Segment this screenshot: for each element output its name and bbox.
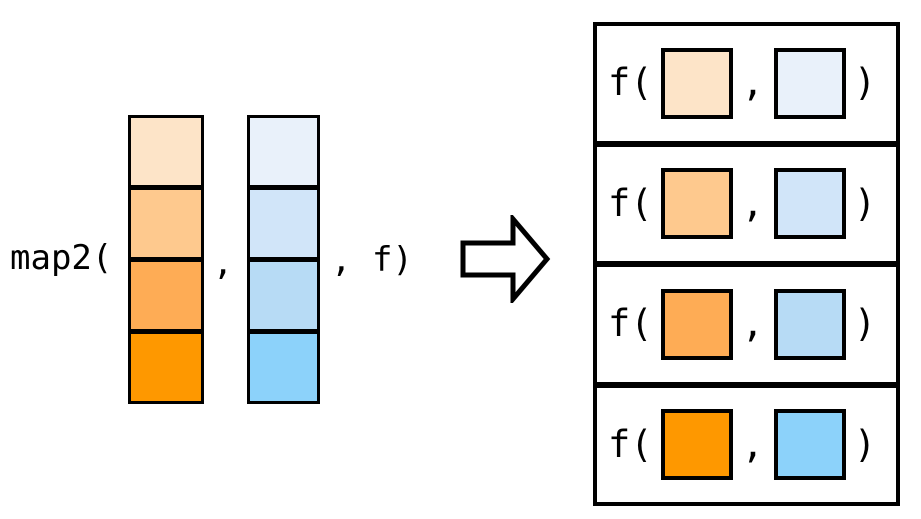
blue-arg-swatch: [773, 409, 846, 481]
close-paren-label: ): [853, 181, 877, 225]
orange-array-cell: [131, 118, 201, 185]
comma-label: ,: [741, 302, 764, 346]
close-paren-label: ): [853, 302, 877, 346]
blue-arg-swatch: [773, 288, 846, 360]
fn-open-label: f(: [608, 61, 653, 105]
blue-array-cell: [250, 185, 317, 257]
orange-array-cell: [131, 329, 201, 401]
orange-arg-swatch: [660, 409, 733, 481]
orange-arg-swatch: [660, 288, 733, 360]
result-list: f( , ) f( , ) f( , ) f( , ): [593, 22, 900, 506]
blue-array-cell: [250, 118, 317, 185]
fn-open-label: f(: [608, 181, 653, 225]
orange-arg-swatch: [660, 47, 733, 119]
blue-arg-swatch: [773, 47, 846, 119]
result-row: f( , ): [597, 261, 896, 382]
orange-array: [128, 115, 204, 404]
close-paren-label: ): [853, 422, 877, 466]
result-row: f( , ): [597, 381, 896, 502]
blue-array: [247, 115, 320, 404]
args-comma-label: ,: [212, 243, 234, 283]
map2-call-label: map2(: [10, 238, 113, 278]
comma-label: ,: [741, 181, 764, 225]
orange-array-cell: [131, 185, 201, 257]
fn-open-label: f(: [608, 302, 653, 346]
comma-label: ,: [741, 422, 764, 466]
blue-arg-swatch: [773, 168, 846, 240]
right-arrow-icon: [460, 215, 551, 303]
comma-label: ,: [741, 61, 764, 105]
orange-array-cell: [131, 257, 201, 329]
result-row: f( , ): [597, 140, 896, 261]
close-paren-label: ): [853, 61, 877, 105]
function-arg-label: , f): [331, 240, 413, 280]
orange-arg-swatch: [660, 168, 733, 240]
fn-open-label: f(: [608, 422, 653, 466]
blue-array-cell: [250, 329, 317, 401]
result-row: f( , ): [597, 26, 896, 141]
blue-array-cell: [250, 257, 317, 329]
